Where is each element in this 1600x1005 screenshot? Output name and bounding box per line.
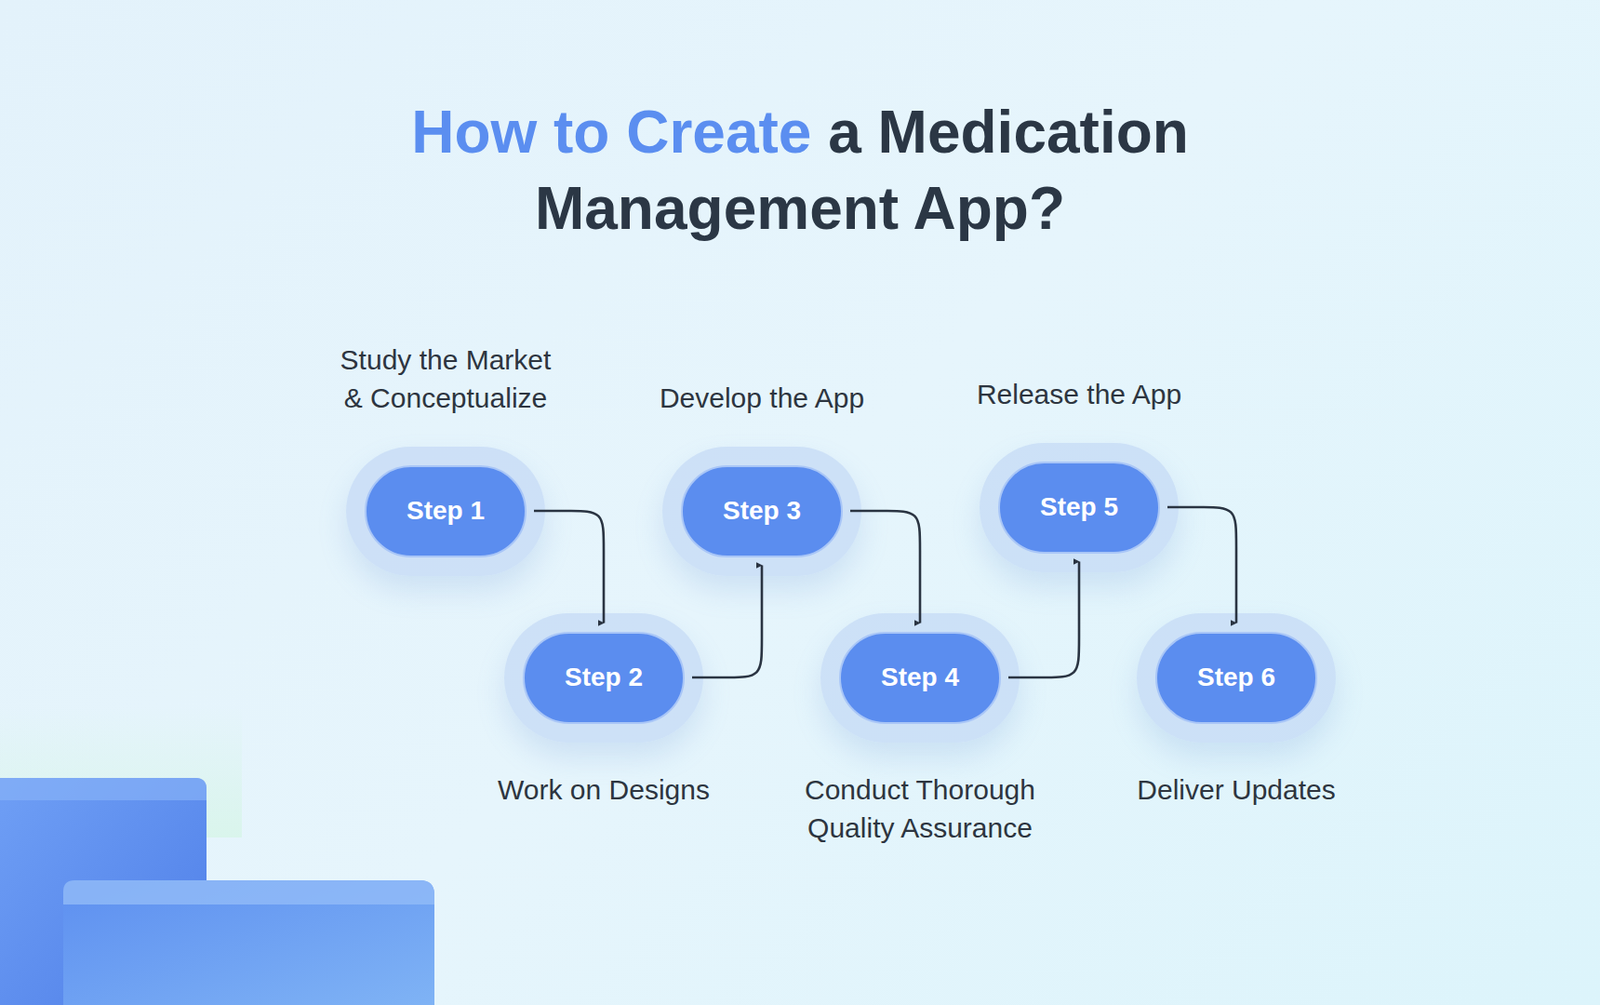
step-pill: Step 1Study the Market & Conceptualize xyxy=(364,465,527,558)
title-accent: How to Create xyxy=(411,98,812,166)
flow-arrow xyxy=(1167,506,1237,624)
step-title: Deliver Updates xyxy=(1082,770,1390,809)
front-block-top xyxy=(63,880,435,905)
step-label: Step 3 xyxy=(722,494,801,527)
step-label: Step 1 xyxy=(406,494,485,527)
front-block xyxy=(63,880,435,1005)
step-title: Release the App xyxy=(925,374,1233,414)
step-label: Step 5 xyxy=(1040,491,1119,523)
step-pill: Step 3Develop the App xyxy=(680,465,843,558)
step-title: Conduct Thorough Quality Assurance xyxy=(787,770,1054,847)
step-label: Step 6 xyxy=(1197,661,1276,694)
step-label: Step 2 xyxy=(564,661,643,694)
step-pill: Step 6Deliver Updates xyxy=(1155,631,1318,724)
flow-arrow xyxy=(850,510,920,624)
step-title: Study the Market & Conceptualize xyxy=(329,340,562,417)
flow-arrow xyxy=(533,510,604,624)
step-pill: Step 4Conduct Thorough Quality Assurance xyxy=(839,631,1001,724)
back-block-top xyxy=(0,777,207,800)
step-pill: Step 5Release the App xyxy=(998,461,1160,554)
flow-arrow xyxy=(692,565,762,679)
step-title: Work on Designs xyxy=(450,770,758,809)
step-label: Step 4 xyxy=(880,661,960,694)
diagram-title: How to Create a Medication Management Ap… xyxy=(316,93,1284,247)
step-pill: Step 2Work on Designs xyxy=(522,631,685,724)
flow-arrow xyxy=(1008,561,1080,679)
step-title: Develop the App xyxy=(608,378,916,417)
